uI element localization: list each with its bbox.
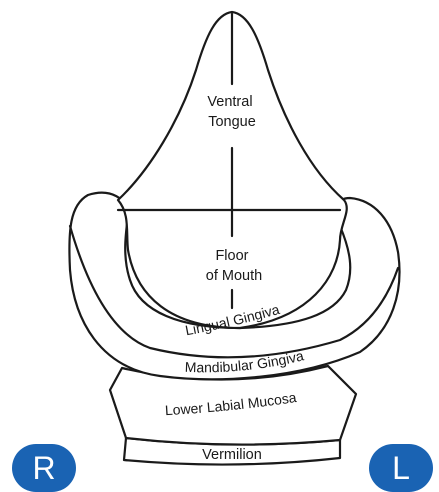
vermilion-label: Vermilion — [202, 447, 262, 463]
ventral-tongue-label-line-2: Tongue — [208, 114, 256, 130]
ventral-tongue-label-line-1: Ventral — [207, 94, 252, 110]
left-side-badge: L — [369, 444, 433, 492]
right-side-badge: R — [12, 444, 76, 492]
floor-of-mouth-label-line-2: of Mouth — [206, 268, 262, 284]
floor-of-mouth-label-line-1: Floor — [215, 248, 248, 264]
